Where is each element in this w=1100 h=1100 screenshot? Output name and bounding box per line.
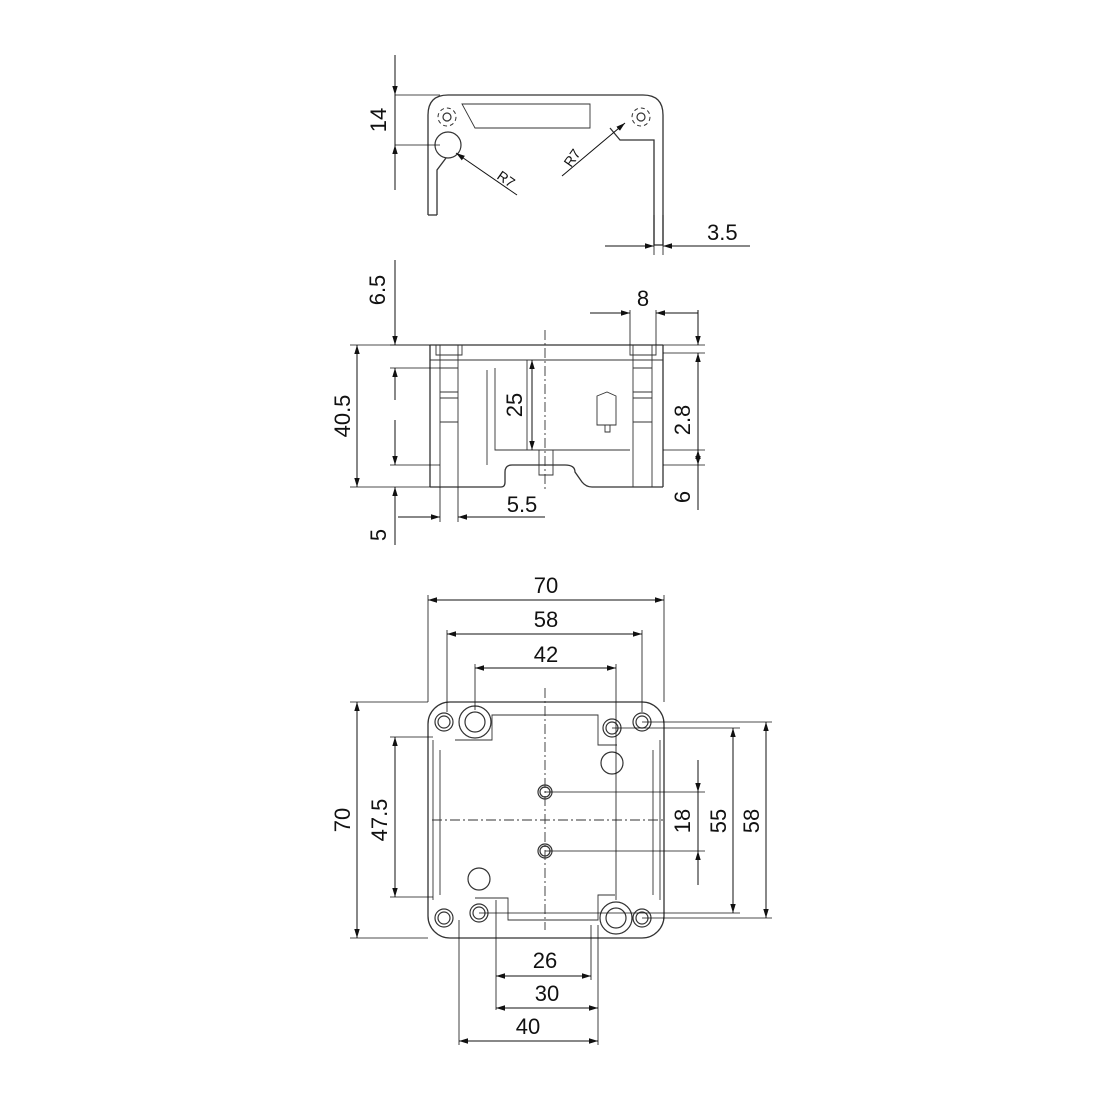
- dim-25: 25: [502, 393, 527, 417]
- dim-47-5: 47.5: [367, 799, 392, 842]
- dim-18: 18: [670, 809, 695, 833]
- dim-2-8: 2.8: [670, 405, 695, 436]
- dim-6: 6: [670, 491, 695, 503]
- dim-3-5: 3.5: [707, 220, 738, 245]
- lid-screw-br: [605, 907, 627, 929]
- dim-70-height: 70: [330, 808, 355, 832]
- dim-14: 14: [366, 108, 391, 132]
- dim-r7-right: R7: [560, 146, 583, 170]
- plan-view: 70 58 42 70 47.5 18 55: [330, 573, 772, 1045]
- dim-6-5: 6.5: [365, 275, 390, 306]
- dim-26: 26: [533, 948, 557, 973]
- dim-42: 42: [534, 642, 558, 667]
- dim-5: 5: [366, 529, 391, 541]
- dim-r7-left: R7: [494, 167, 518, 190]
- corner-hole-bl: [437, 911, 451, 925]
- corner-hole-tl: [437, 715, 451, 729]
- front-view: 6.5 40.5 5 25 8 2.8 6: [330, 260, 705, 545]
- dim-70-width: 70: [534, 573, 558, 598]
- dim-58-width: 58: [534, 607, 558, 632]
- dim-30: 30: [535, 981, 559, 1006]
- boss-tr: [600, 751, 624, 775]
- lid-screw-tl: [464, 711, 486, 733]
- boss-bl: [467, 867, 491, 891]
- side-section-view: 14 R7 R7 3.5: [366, 55, 750, 255]
- dim-40: 40: [516, 1014, 540, 1039]
- dim-5-5: 5.5: [507, 492, 538, 517]
- dim-58-height: 58: [739, 809, 764, 833]
- dim-55: 55: [706, 809, 731, 833]
- dim-40-5: 40.5: [330, 395, 355, 438]
- dim-8: 8: [637, 286, 649, 311]
